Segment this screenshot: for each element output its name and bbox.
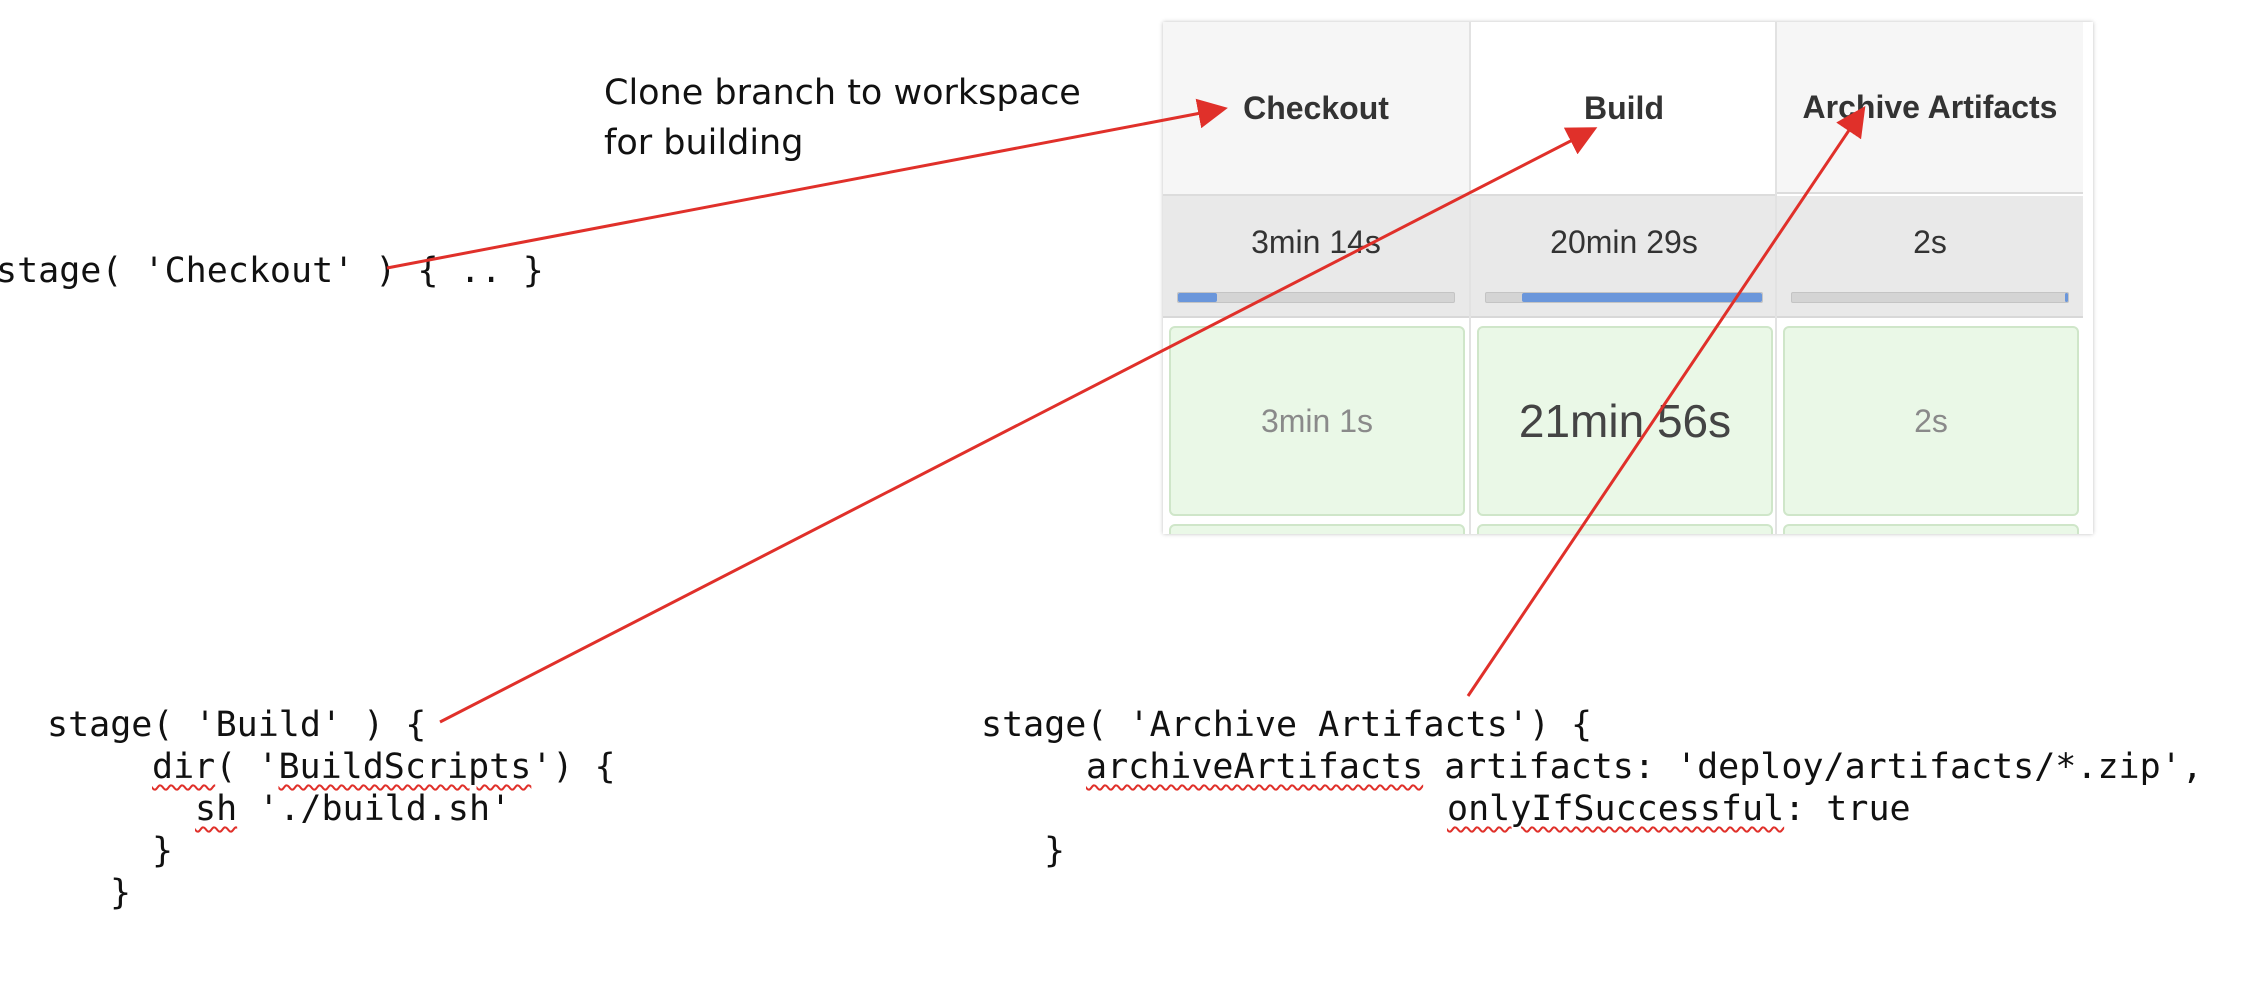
arrow-build xyxy=(439,127,1598,724)
code-build-line-1: stage( 'Build' ) { xyxy=(47,705,427,745)
stage-average-archive: 2s xyxy=(1777,196,2083,318)
code-archive-line-4: } xyxy=(1044,831,1066,871)
stage-run-cell-archive[interactable]: 2s xyxy=(1783,326,2079,516)
code-build-stage: stage( 'Build' ) {dir( 'BuildScripts') {… xyxy=(47,704,616,914)
annotation-line-1: Clone branch to workspace xyxy=(604,73,1081,113)
stage-progress-fill xyxy=(1178,293,1217,302)
code-archive-function: archiveArtifacts xyxy=(1086,747,1424,787)
stage-run-cell-partial xyxy=(1169,524,1465,534)
stage-run-cell-partial xyxy=(1477,524,1773,534)
stage-run-cell-build[interactable]: 21min 56s xyxy=(1477,326,1773,516)
code-checkout-line: stage( 'Checkout' ) { .. } xyxy=(0,251,544,291)
stage-column-build: Build 20min 29s 21min 56s xyxy=(1469,22,1777,534)
stage-average-checkout: 3min 14s xyxy=(1163,196,1469,318)
stage-progress-fill xyxy=(1521,293,1762,302)
code-build-line-4: } xyxy=(152,831,174,871)
stage-run-cell-checkout[interactable]: 3min 1s xyxy=(1169,326,1465,516)
code-checkout-stage: stage( 'Checkout' ) { .. } xyxy=(0,250,544,292)
annotation-text: Clone branch to workspace for building xyxy=(604,68,1081,168)
stage-column-checkout: Checkout 3min 14s 3min 1s xyxy=(1163,22,1469,534)
stage-progress-track xyxy=(1485,292,1763,303)
stage-view-panel: Checkout 3min 14s 3min 1s Build 20min 29… xyxy=(1163,22,2093,534)
arrow-archive xyxy=(1466,106,1866,697)
arrow-checkout xyxy=(386,98,1228,270)
stage-column-archive: Archive Artifacts 2s 2s xyxy=(1775,22,2083,534)
code-build-line-3: sh './build.sh' xyxy=(195,789,512,829)
stage-progress-track xyxy=(1791,292,2069,303)
annotation-line-2: for building xyxy=(604,123,804,163)
code-archive-line-1: stage( 'Archive Artifacts') { xyxy=(981,705,1593,745)
code-archive-line-2: archiveArtifacts artifacts: 'deploy/arti… xyxy=(1086,747,2203,787)
stage-header-archive[interactable]: Archive Artifacts xyxy=(1777,22,2083,194)
stage-run-cell-partial xyxy=(1783,524,2079,534)
stage-average-time: 3min 14s xyxy=(1251,224,1381,260)
code-build-line-5: } xyxy=(110,873,132,913)
code-archive-line-3: onlyIfSuccessful: true xyxy=(1447,789,1911,829)
stage-average-time: 2s xyxy=(1913,224,1947,260)
stage-average-build: 20min 29s xyxy=(1471,196,1777,318)
code-archive-stage: stage( 'Archive Artifacts') {archiveArti… xyxy=(981,704,2203,872)
code-dir-keyword: dir xyxy=(152,747,216,787)
stage-progress-fill xyxy=(2065,293,2068,302)
code-dir-argument: BuildScripts xyxy=(278,747,532,787)
stage-progress-track xyxy=(1177,292,1455,303)
stage-average-time: 20min 29s xyxy=(1550,224,1698,260)
code-sh-keyword: sh xyxy=(195,789,238,829)
code-archive-param: onlyIfSuccessful xyxy=(1447,789,1785,829)
code-build-line-2: dir( 'BuildScripts') { xyxy=(152,747,616,787)
